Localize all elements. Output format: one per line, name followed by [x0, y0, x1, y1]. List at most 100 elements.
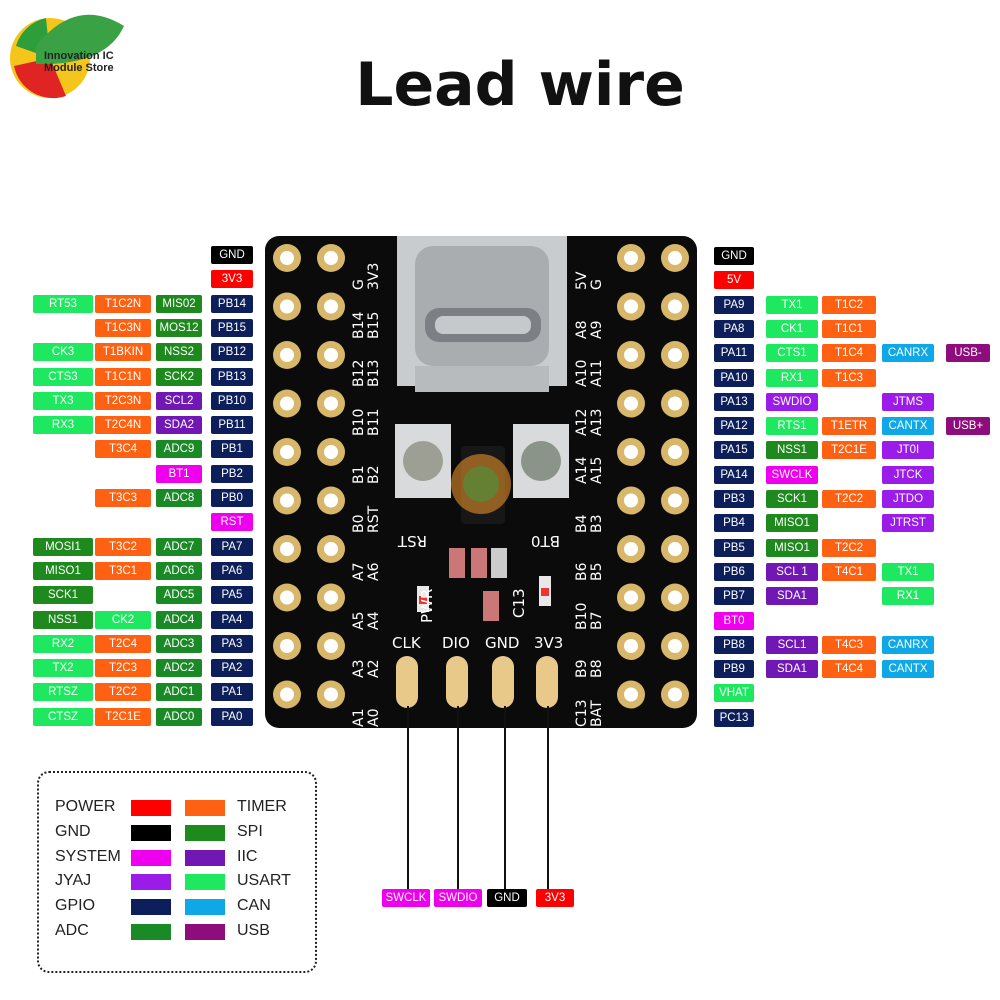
left-pin-label: PA2 — [211, 659, 253, 678]
right-pin-label: NSS1 — [766, 441, 818, 460]
left-pin-label: PA3 — [211, 634, 253, 653]
right-pin-label: RTS1 — [766, 417, 818, 436]
left-pin-label: CK3 — [33, 343, 93, 362]
right-pin-label: T4C4 — [822, 660, 876, 679]
left-pin-label: NSS2 — [156, 343, 202, 362]
right-pin-label: T1ETR — [822, 417, 876, 436]
left-pin-label: SCL2 — [156, 391, 202, 410]
left-pin-label: T3C1 — [95, 561, 151, 580]
swd-pad — [492, 656, 514, 708]
right-pin-label: T1C3 — [822, 368, 876, 387]
left-pin-label: RX3 — [33, 416, 93, 435]
right-pin-label: USB- — [946, 344, 990, 363]
left-pin-label: MOS12 — [156, 318, 202, 337]
left-pin-label: T2C4N — [95, 416, 151, 435]
right-pin-label: PA15 — [714, 441, 754, 460]
silk-right-pin-label: C13 BAT — [574, 698, 605, 727]
pin-hole — [668, 445, 682, 459]
pin-hole — [324, 445, 338, 459]
legend-label: GND — [55, 822, 91, 840]
pin-hole — [324, 493, 338, 508]
right-pin-label: SWDIO — [766, 392, 818, 411]
right-pin-label: CANRX — [882, 344, 934, 363]
bt0-silk: BT0 — [531, 532, 560, 550]
pin-hole — [624, 590, 638, 605]
left-pin-label: MOSI1 — [33, 537, 93, 556]
right-pin-label: PA11 — [714, 344, 754, 363]
c13-silk: C13 — [510, 588, 528, 618]
left-pin-label: 3V3 — [211, 270, 253, 289]
pin-hole — [280, 639, 294, 653]
pin-hole — [324, 639, 338, 653]
legend-label: SYSTEM — [55, 847, 121, 865]
right-pin-label: SDA1 — [766, 660, 818, 679]
3v3-wire — [547, 706, 549, 892]
right-pin-label: 5V — [714, 271, 754, 290]
pin-hole — [324, 348, 338, 362]
right-pin-label: JTCK — [882, 465, 934, 484]
legend-swatch — [131, 800, 171, 816]
swd-pad — [536, 656, 558, 708]
leaf-logo-icon — [10, 14, 124, 99]
silk-left-pin-label: B14 B15 — [351, 311, 382, 339]
left-pin-label: PB13 — [211, 367, 253, 386]
silk-left-pin-label: B12 B13 — [351, 359, 382, 387]
right-pin-label: PA10 — [714, 368, 754, 387]
pin-hole — [624, 445, 638, 459]
right-pin-label: TX1 — [882, 562, 934, 581]
left-pin-label: PB12 — [211, 343, 253, 362]
silk-left-pin-label: B0 RST — [351, 505, 382, 533]
pin-hole — [280, 493, 294, 508]
legend-swatch — [185, 824, 225, 841]
right-pin-label: BT0 — [714, 611, 754, 630]
pin-hole — [624, 687, 638, 702]
left-pin-label: GND — [211, 246, 253, 264]
swd-label: SWDIO — [434, 889, 482, 907]
legend-label: IIC — [237, 847, 258, 865]
pin-hole — [280, 590, 294, 605]
swd-pad-label: 3V3 — [534, 634, 564, 652]
left-pin-label: PA4 — [211, 610, 253, 629]
right-pin-label: SWCLK — [766, 465, 818, 484]
left-pin-label: PB15 — [211, 318, 253, 337]
pin-hole — [668, 251, 682, 265]
left-pin-label: PA5 — [211, 586, 253, 605]
pin-hole — [324, 542, 338, 556]
swd-pad-label: CLK — [392, 634, 421, 652]
left-pin-label: T2C3N — [95, 391, 151, 410]
right-pin-label: T2C2 — [822, 490, 876, 508]
legend-label: CAN — [237, 897, 271, 915]
left-pin-label: T2C1E — [95, 707, 151, 726]
legend-swatch — [131, 924, 171, 940]
pin-hole — [324, 299, 338, 314]
pin-hole — [280, 396, 294, 411]
pin-hole — [624, 493, 638, 508]
usb-c-connector — [397, 236, 567, 392]
left-pin-label: T2C3 — [95, 659, 151, 678]
silk-left-pin-label: B10 B11 — [351, 408, 382, 436]
silk-right-pin-label: B10 B7 — [574, 602, 605, 630]
right-pin-label: SDA1 — [766, 587, 818, 606]
pin-hole — [668, 299, 682, 314]
pcb-board — [265, 236, 697, 728]
right-pin-label: PB4 — [714, 514, 754, 533]
left-pin-label: ADC6 — [156, 561, 202, 580]
pin-hole — [668, 396, 682, 411]
left-pin-label: PB1 — [211, 440, 253, 459]
right-pin-label: PB9 — [714, 660, 754, 679]
right-pin-label: GND — [714, 247, 754, 265]
swd-pad — [396, 656, 418, 708]
swd-label: 3V3 — [536, 889, 574, 907]
left-pin-label: T1C2N — [95, 294, 151, 313]
legend-swatch — [185, 849, 225, 866]
gnd-wire — [504, 706, 506, 892]
pin-hole — [324, 590, 338, 605]
left-pin-label: MISO1 — [33, 561, 93, 580]
legend-swatch — [185, 800, 225, 816]
silk-right-pin-label: B4 B3 — [574, 513, 605, 533]
swd-label: GND — [487, 889, 527, 907]
left-pin-label: PB2 — [211, 464, 253, 483]
legend-swatch — [185, 899, 225, 916]
right-pin-label: USB+ — [946, 417, 990, 436]
pin-hole — [624, 639, 638, 653]
